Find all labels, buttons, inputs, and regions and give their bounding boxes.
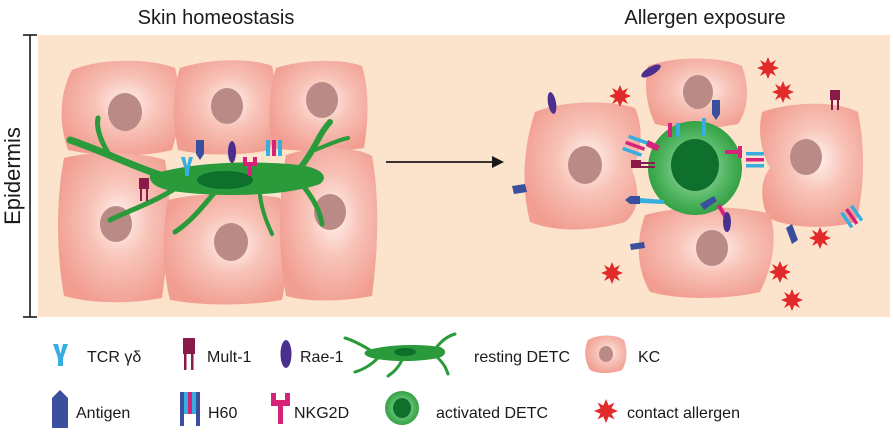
- activated-detc: [648, 121, 742, 215]
- legend-item-activated: activated DETC: [385, 391, 548, 425]
- allergen-star: [769, 261, 791, 283]
- legend-label: Rae-1: [300, 349, 344, 366]
- legend-item-allergen: contact allergen: [594, 399, 740, 423]
- kc-nucleus: [306, 82, 338, 118]
- right-keratinocytes: [524, 58, 864, 298]
- kc-nucleus: [683, 75, 713, 109]
- legend: TCR γδ Mult-1 Rae-1 resting: [52, 332, 740, 428]
- mult1-marker: [139, 178, 149, 201]
- legend-label: Antigen: [76, 405, 130, 422]
- left-panel-title: Skin homeostasis: [138, 7, 295, 29]
- allergen-particles: [601, 57, 831, 311]
- resting-detc: [66, 115, 350, 236]
- kc-nucleus: [696, 230, 728, 266]
- legend-item-resting: resting DETC: [343, 332, 570, 378]
- legend-item-tcr: TCR γδ: [53, 344, 141, 366]
- allergen-star: [601, 262, 623, 284]
- left-receptors: [139, 140, 282, 201]
- legend-label: activated DETC: [436, 405, 548, 422]
- rae1-icon: [280, 340, 292, 368]
- legend-label: contact allergen: [627, 405, 740, 422]
- antigen-marker: [196, 140, 204, 160]
- kc-icon: [585, 335, 627, 373]
- epidermis-label: Epidermis: [0, 127, 25, 225]
- nkg2d-icon: [271, 393, 290, 424]
- legend-label: TCR γδ: [87, 349, 141, 366]
- kc-nucleus: [790, 139, 822, 175]
- allergen-star: [772, 81, 794, 103]
- mult1-icon: [183, 338, 195, 370]
- kc-nucleus: [211, 88, 243, 124]
- activated-detc-icon: [385, 391, 419, 425]
- allergen-star: [809, 227, 831, 249]
- legend-label: KC: [638, 349, 660, 366]
- rae1-marker: [228, 141, 236, 163]
- tcr-icon: [53, 344, 68, 366]
- kc-nucleus: [568, 146, 602, 184]
- nkg2d-receptor: [243, 157, 257, 176]
- h60-marker: [266, 140, 282, 156]
- legend-item-mult1: Mult-1: [183, 338, 252, 370]
- antigen-icon: [52, 390, 68, 428]
- legend-item-rae1: Rae-1: [280, 340, 344, 368]
- legend-label: Mult-1: [207, 349, 252, 366]
- right-receptors: [512, 64, 864, 250]
- legend-item-nkg2d: NKG2D: [271, 393, 349, 424]
- legend-label: H60: [208, 405, 237, 422]
- legend-item-h60: H60: [180, 392, 237, 426]
- legend-item-antigen: Antigen: [52, 390, 130, 428]
- allergen-star: [781, 289, 803, 311]
- contact-allergen-icon: [594, 399, 618, 423]
- allergen-star: [757, 57, 779, 79]
- h60-icon: [180, 392, 200, 426]
- legend-label: NKG2D: [294, 405, 349, 422]
- transition-arrow: [386, 156, 504, 168]
- epidermis-bracket: [23, 34, 37, 318]
- kc-nucleus: [108, 93, 142, 131]
- resting-detc-icon: [343, 332, 457, 378]
- tcr-receptor: [181, 157, 193, 176]
- legend-item-kc: KC: [585, 335, 660, 373]
- kc-nucleus: [214, 223, 248, 261]
- right-panel-title: Allergen exposure: [624, 7, 785, 29]
- legend-label: resting DETC: [474, 349, 570, 366]
- allergen-star: [609, 85, 631, 107]
